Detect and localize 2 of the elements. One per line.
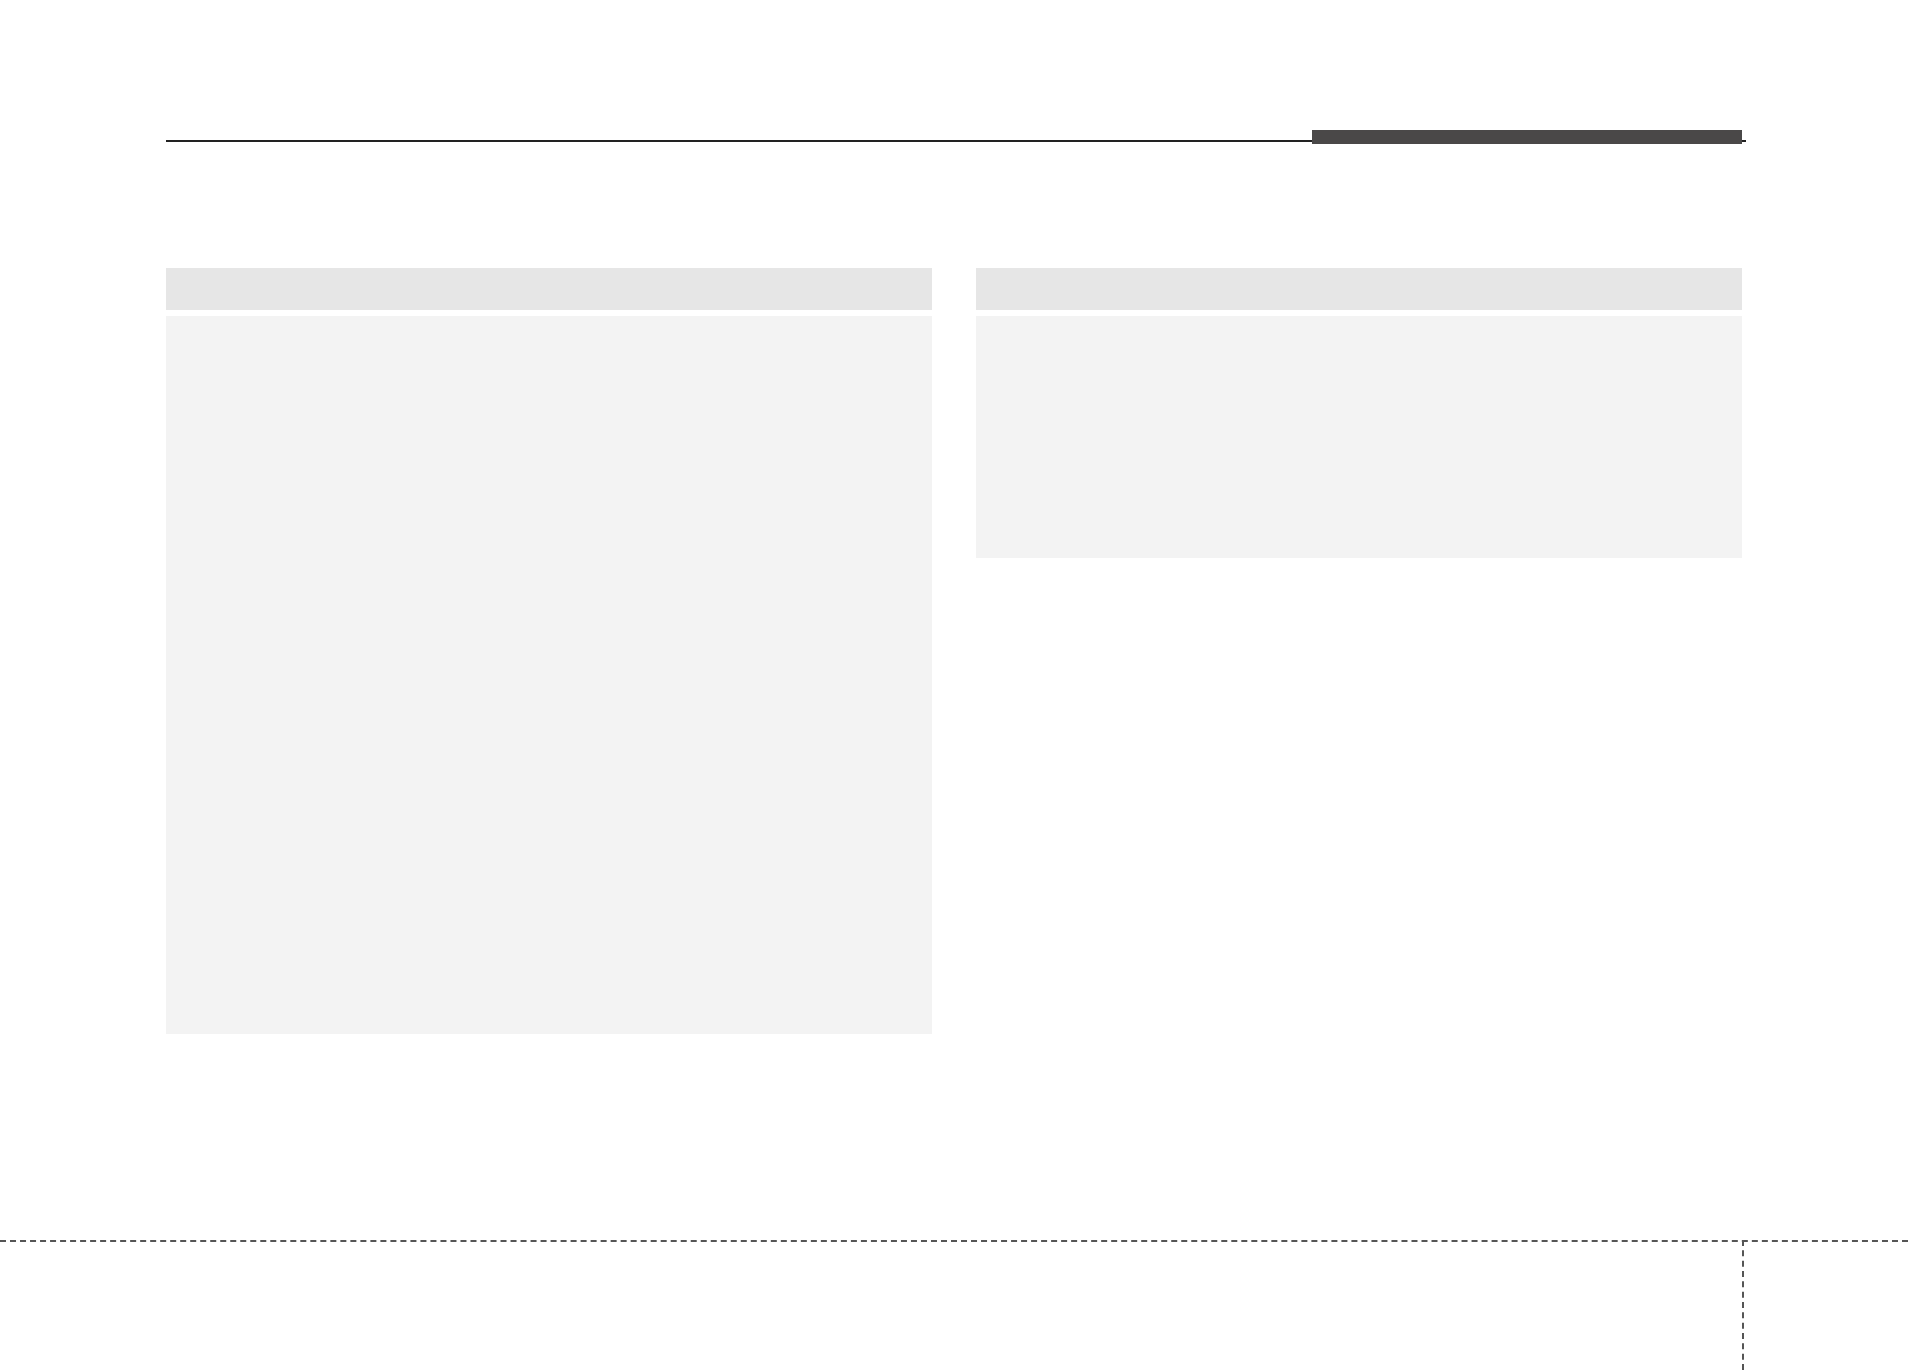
header-band	[166, 268, 932, 310]
header-band	[976, 268, 1742, 310]
